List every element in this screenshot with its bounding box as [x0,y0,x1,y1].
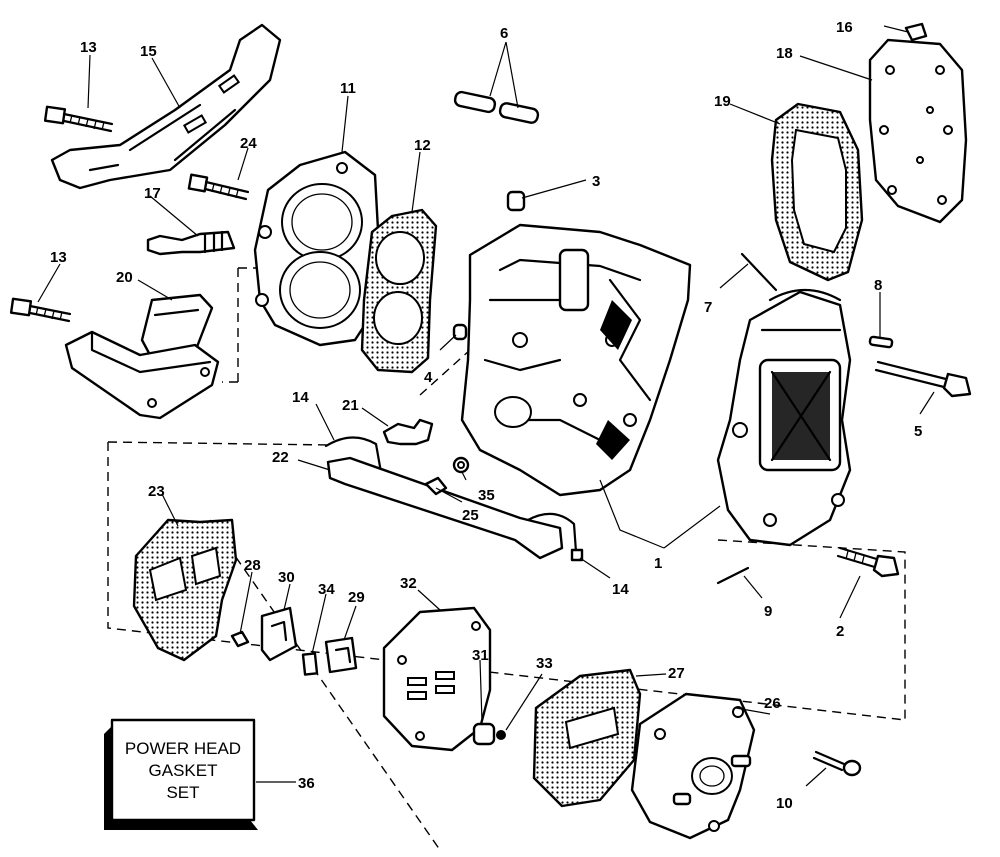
part-16-screw [904,22,928,42]
callout-1: 1 [654,555,662,572]
callout-14-upper: 14 [292,389,309,406]
part-19-cover-gasket [770,102,864,282]
part-21-fitting [382,418,434,446]
gasket-set-box: POWER HEAD GASKET SET [104,718,258,830]
callout-33: 33 [536,655,553,672]
callout-22: 22 [272,449,289,466]
callout-12: 12 [414,137,431,154]
callout-16: 16 [836,19,853,36]
part-28-screw [230,630,250,648]
callout-11: 11 [340,80,356,97]
part-14-clamp-lower [526,512,584,562]
callout-24: 24 [240,135,257,152]
callout-3: 3 [592,173,600,190]
part-31-plug [472,722,496,746]
part-27-gasket [532,668,642,808]
part-32-reed-plate [382,606,492,752]
callout-14-lower: 14 [612,581,629,598]
callout-26: 26 [764,695,781,712]
callout-15: 15 [140,43,157,60]
part-30-reed-stop [260,606,298,662]
callout-5: 5 [914,423,922,440]
part-1-crankcase-right [716,289,852,547]
part-8-pin [868,335,894,349]
gasket-set-line-2: GASKET [149,761,218,780]
callout-4: 4 [424,369,433,386]
part-9-pin [716,566,750,585]
callout-13-left: 13 [50,249,67,266]
part-34-washer [301,652,319,676]
part-29-reed [324,636,358,674]
callout-34: 34 [318,581,335,598]
callout-2: 2 [836,623,844,640]
part-11-cylinder-head [253,150,380,347]
callout-32: 32 [400,575,417,592]
part-5-long-bolt [874,360,972,398]
callout-21: 21 [342,397,359,414]
gasket-set-line-1: POWER HEAD [125,739,241,758]
part-1-crankcase-left [460,223,692,497]
part-13-bolt-top [43,105,114,133]
gasket-set-line-3: SET [166,783,199,802]
part-7-pin [740,252,778,292]
part-35-lockwasher [452,456,470,474]
callout-36: 36 [298,775,315,792]
part-26-cover [630,692,756,840]
part-12-head-gasket [360,208,438,374]
callout-numbers: 1 2 3 4 5 6 7 8 9 10 11 12 13 13 14 14 1… [50,19,922,812]
callout-27: 27 [668,665,685,682]
callout-19: 19 [714,93,731,110]
callout-10: 10 [776,795,793,812]
callout-17: 17 [144,185,161,202]
part-10-screw [812,750,862,777]
leader-lines [37,25,935,787]
callout-31: 31 [472,647,489,664]
callout-6: 6 [500,25,508,42]
part-33-spring [496,730,506,740]
callout-13-top: 13 [80,39,97,56]
part-6-dowel-pins [453,90,540,124]
part-17-spark-plug [146,230,236,256]
part-3-plug [506,190,526,212]
callout-7: 7 [704,299,712,316]
part-15-bracket [50,23,282,190]
bracket-lower [64,330,220,420]
callout-9: 9 [764,603,772,620]
callout-35: 35 [478,487,495,504]
callout-28: 28 [244,557,261,574]
part-13-bolt-left [9,297,72,323]
callout-30: 30 [278,569,295,586]
part-20-clip [140,293,214,357]
callout-25: 25 [462,507,479,524]
part-24-bolt [187,173,250,201]
part-23-gasket [132,518,238,662]
part-2-bolt [836,546,900,578]
part-25-screw [424,476,448,496]
callout-8: 8 [874,277,882,294]
part-4-plug [452,323,468,341]
callout-29: 29 [348,589,365,606]
callout-23: 23 [148,483,165,500]
part-18-cover [868,38,968,224]
callout-20: 20 [116,269,133,286]
callout-18: 18 [776,45,793,62]
